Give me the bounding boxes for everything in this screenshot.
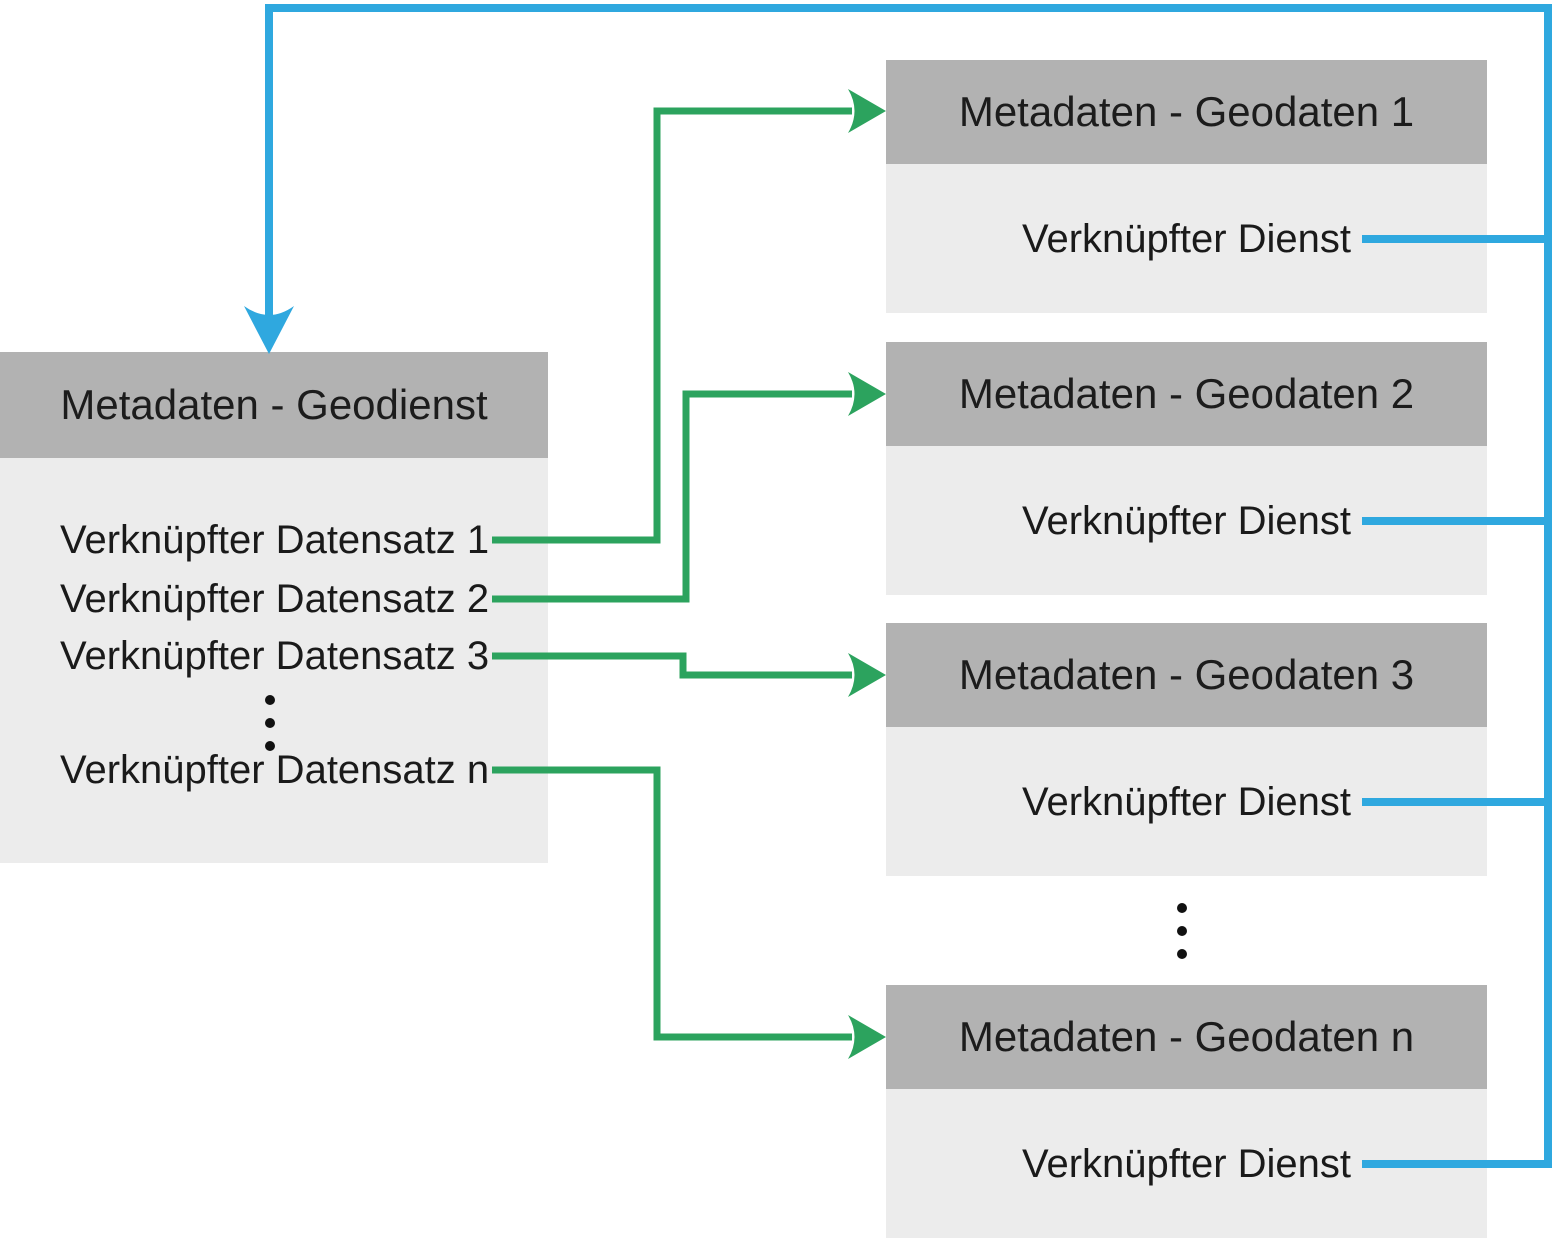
- geodata-metadata-box-1-header: Metadaten - Geodaten 1: [886, 60, 1487, 164]
- dataset-link-n-arrowhead: [848, 1015, 886, 1059]
- dataset-link-1-arrowhead: [848, 89, 886, 133]
- dot: [265, 695, 275, 705]
- service-metadata-box-title: Metadaten - Geodienst: [60, 381, 488, 428]
- geodata-metadata-box-2: Metadaten - Geodaten 2 Verknüpfter Diens…: [886, 342, 1487, 595]
- linked-service-label: Verknüpfter Dienst: [1021, 217, 1352, 261]
- geodata-metadata-box-3-body: Verknüpfter Dienst: [886, 727, 1487, 876]
- geodata-metadata-box-2-title: Metadaten - Geodaten 2: [958, 370, 1415, 417]
- service-loop-arrowhead: [244, 306, 294, 354]
- linked-dataset-1-label: Verknüpfter Datensatz 1: [60, 518, 490, 562]
- geodata-metadata-box-n: Metadaten - Geodaten n Verknüpfter Diens…: [886, 985, 1487, 1238]
- geodata-metadata-box-1-body: Verknüpfter Dienst: [886, 164, 1487, 313]
- linked-service-label: Verknüpfter Dienst: [1021, 1142, 1352, 1186]
- dot: [265, 718, 275, 728]
- service-metadata-box: Metadaten - Geodienst Verknüpfter Datens…: [0, 352, 548, 863]
- geodata-metadata-box-2-header: Metadaten - Geodaten 2: [886, 342, 1487, 446]
- dot: [265, 741, 275, 751]
- linked-dataset-2-label: Verknüpfter Datensatz 2: [60, 577, 490, 621]
- dot: [1177, 926, 1187, 936]
- geodata-metadata-box-n-header: Metadaten - Geodaten n: [886, 985, 1487, 1089]
- geodata-metadata-box-1-title: Metadaten - Geodaten 1: [958, 88, 1415, 135]
- dot: [1177, 903, 1187, 913]
- linked-service-label: Verknüpfter Dienst: [1021, 499, 1352, 543]
- ellipsis-dots-geodata-boxes: [1177, 903, 1187, 959]
- geodata-metadata-box-3: Metadaten - Geodaten 3 Verknüpfter Diens…: [886, 623, 1487, 876]
- geodata-metadata-box-n-body: Verknüpfter Dienst: [886, 1089, 1487, 1238]
- geodata-metadata-box-n-title: Metadaten - Geodaten n: [958, 1013, 1415, 1060]
- geodata-metadata-box-1: Metadaten - Geodaten 1 Verknüpfter Diens…: [886, 60, 1487, 313]
- ellipsis-dots-datasets: [265, 695, 275, 751]
- geodata-metadata-box-2-body: Verknüpfter Dienst: [886, 446, 1487, 595]
- geodata-metadata-box-3-title: Metadaten - Geodaten 3: [958, 651, 1415, 698]
- dot: [1177, 949, 1187, 959]
- linked-dataset-3-label: Verknüpfter Datensatz 3: [60, 634, 490, 678]
- geodata-metadata-box-3-header: Metadaten - Geodaten 3: [886, 623, 1487, 727]
- service-metadata-box-header: Metadaten - Geodienst: [0, 352, 548, 458]
- dataset-link-2-arrowhead: [848, 372, 886, 416]
- linked-service-label: Verknüpfter Dienst: [1021, 780, 1352, 824]
- linked-dataset-n-label: Verknüpfter Datensatz n: [60, 748, 490, 792]
- dataset-link-3-arrowhead: [848, 653, 886, 697]
